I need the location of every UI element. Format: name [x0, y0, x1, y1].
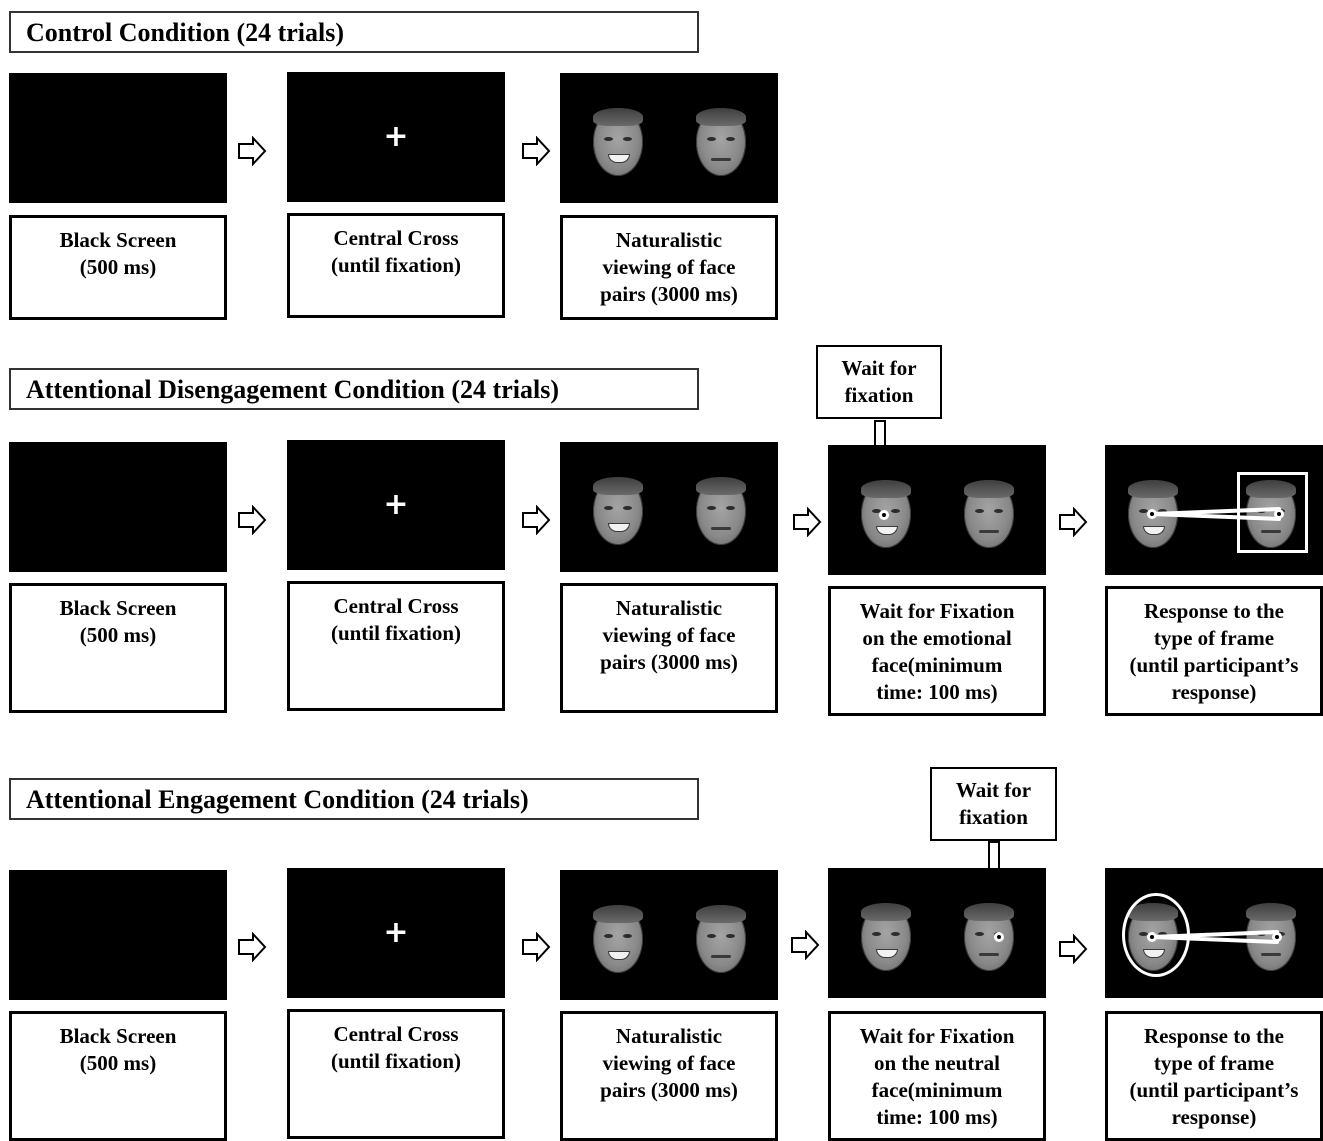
gaze-fixation-dot	[1147, 509, 1157, 519]
label-text: Black Screen (500 ms)	[59, 1024, 177, 1075]
label-text: Black Screen (500 ms)	[59, 228, 177, 279]
right-arrow-icon	[238, 136, 267, 166]
circle-frame	[1122, 893, 1190, 977]
disengagement-wait-fixation-screen	[828, 445, 1046, 575]
neutral-face-image	[696, 477, 746, 545]
engagement-central-cross-label: Central Cross (until fixation)	[287, 1009, 505, 1139]
neutral-face-image	[1246, 480, 1296, 548]
wait-label: Wait for fixation	[841, 356, 917, 407]
disengagement-wait-fixation-label: Wait for Fixation on the emotional face(…	[828, 586, 1046, 716]
emotional-face-image	[861, 480, 911, 548]
label-text: Naturalistic viewing of face pairs (3000…	[600, 596, 738, 674]
control-condition-title-box: Control Condition (24 trials)	[9, 11, 699, 53]
control-cross-screen: +	[287, 72, 505, 202]
right-arrow-icon	[1059, 507, 1088, 537]
disengagement-response-screen	[1105, 445, 1323, 575]
engagement-face-pair-screen	[560, 870, 778, 1000]
label-text: Wait for Fixation on the emotional face(…	[859, 599, 1015, 704]
disengagement-response-label: Response to the type of frame (until par…	[1105, 586, 1323, 716]
emotional-face-image	[1128, 480, 1178, 548]
engagement-response-label: Response to the type of frame (until par…	[1105, 1011, 1323, 1141]
label-text: Black Screen (500 ms)	[59, 596, 177, 647]
neutral-face-image	[964, 480, 1014, 548]
gaze-fixation-dot	[994, 932, 1004, 942]
neutral-face-image	[696, 905, 746, 973]
right-arrow-icon	[522, 136, 551, 166]
emotional-face-image	[861, 903, 911, 971]
emotional-face-image	[593, 905, 643, 973]
label-text: Naturalistic viewing of face pairs (3000…	[600, 228, 738, 306]
neutral-face-image	[1246, 903, 1296, 971]
label-text: Response to the type of frame (until par…	[1129, 1024, 1299, 1129]
control-black-screen	[9, 73, 227, 203]
disengagement-condition-title-box: Attentional Disengagement Condition (24 …	[9, 368, 699, 410]
square-frame	[1237, 472, 1308, 553]
fixation-cross: +	[383, 914, 409, 950]
disengagement-wait-for-fixation-box: Wait for fixation	[816, 345, 942, 419]
engagement-black-screen	[9, 870, 227, 1000]
right-arrow-icon	[1059, 934, 1088, 964]
engagement-response-screen	[1105, 868, 1323, 998]
wait-label: Wait for fixation	[955, 778, 1032, 829]
disengagement-cross-screen: +	[287, 440, 505, 570]
label-text: Central Cross (until fixation)	[330, 1022, 462, 1073]
engagement-cross-screen: +	[287, 868, 505, 998]
engagement-naturalistic-viewing-label: Naturalistic viewing of face pairs (3000…	[560, 1011, 778, 1141]
fixation-cross: +	[383, 486, 409, 522]
engagement-wait-fixation-label: Wait for Fixation on the neutral face(mi…	[828, 1011, 1046, 1141]
control-condition-title: Control Condition (24 trials)	[26, 18, 345, 47]
disengagement-central-cross-label: Central Cross (until fixation)	[287, 581, 505, 711]
disengagement-black-screen	[9, 442, 227, 572]
control-naturalistic-viewing-label: Naturalistic viewing of face pairs (3000…	[560, 215, 778, 320]
right-arrow-icon	[522, 505, 551, 535]
control-black-screen-label: Black Screen (500 ms)	[9, 215, 227, 320]
control-face-pair-screen	[560, 73, 778, 203]
right-arrow-icon	[238, 505, 267, 535]
label-text: Naturalistic viewing of face pairs (3000…	[600, 1024, 738, 1102]
engagement-condition-title-box: Attentional Engagement Condition (24 tri…	[9, 778, 699, 820]
engagement-wait-fixation-screen	[828, 868, 1046, 998]
disengagement-condition-title: Attentional Disengagement Condition (24 …	[26, 375, 559, 404]
fixation-cross: +	[383, 118, 409, 154]
right-arrow-icon	[238, 932, 267, 962]
label-text: Response to the type of frame (until par…	[1129, 599, 1299, 704]
label-text: Wait for Fixation on the neutral face(mi…	[859, 1024, 1015, 1129]
disengagement-naturalistic-viewing-label: Naturalistic viewing of face pairs (3000…	[560, 583, 778, 713]
right-arrow-icon	[791, 930, 820, 960]
engagement-wait-for-fixation-box: Wait for fixation	[930, 767, 1057, 841]
label-text: Central Cross (until fixation)	[330, 226, 462, 277]
disengagement-black-screen-label: Black Screen (500 ms)	[9, 583, 227, 713]
right-arrow-icon	[793, 507, 822, 537]
gaze-fixation-dot	[879, 510, 889, 520]
label-text: Central Cross (until fixation)	[330, 594, 462, 645]
engagement-black-screen-label: Black Screen (500 ms)	[9, 1011, 227, 1141]
neutral-face-image	[696, 108, 746, 176]
engagement-condition-title: Attentional Engagement Condition (24 tri…	[26, 785, 529, 814]
disengagement-face-pair-screen	[560, 442, 778, 572]
control-central-cross-label: Central Cross (until fixation)	[287, 213, 505, 318]
right-arrow-icon	[522, 932, 551, 962]
emotional-face-image	[593, 108, 643, 176]
gaze-fixation-dot	[1272, 932, 1282, 942]
neutral-face-image	[964, 903, 1014, 971]
gaze-fixation-dot	[1274, 509, 1284, 519]
emotional-face-image	[593, 477, 643, 545]
